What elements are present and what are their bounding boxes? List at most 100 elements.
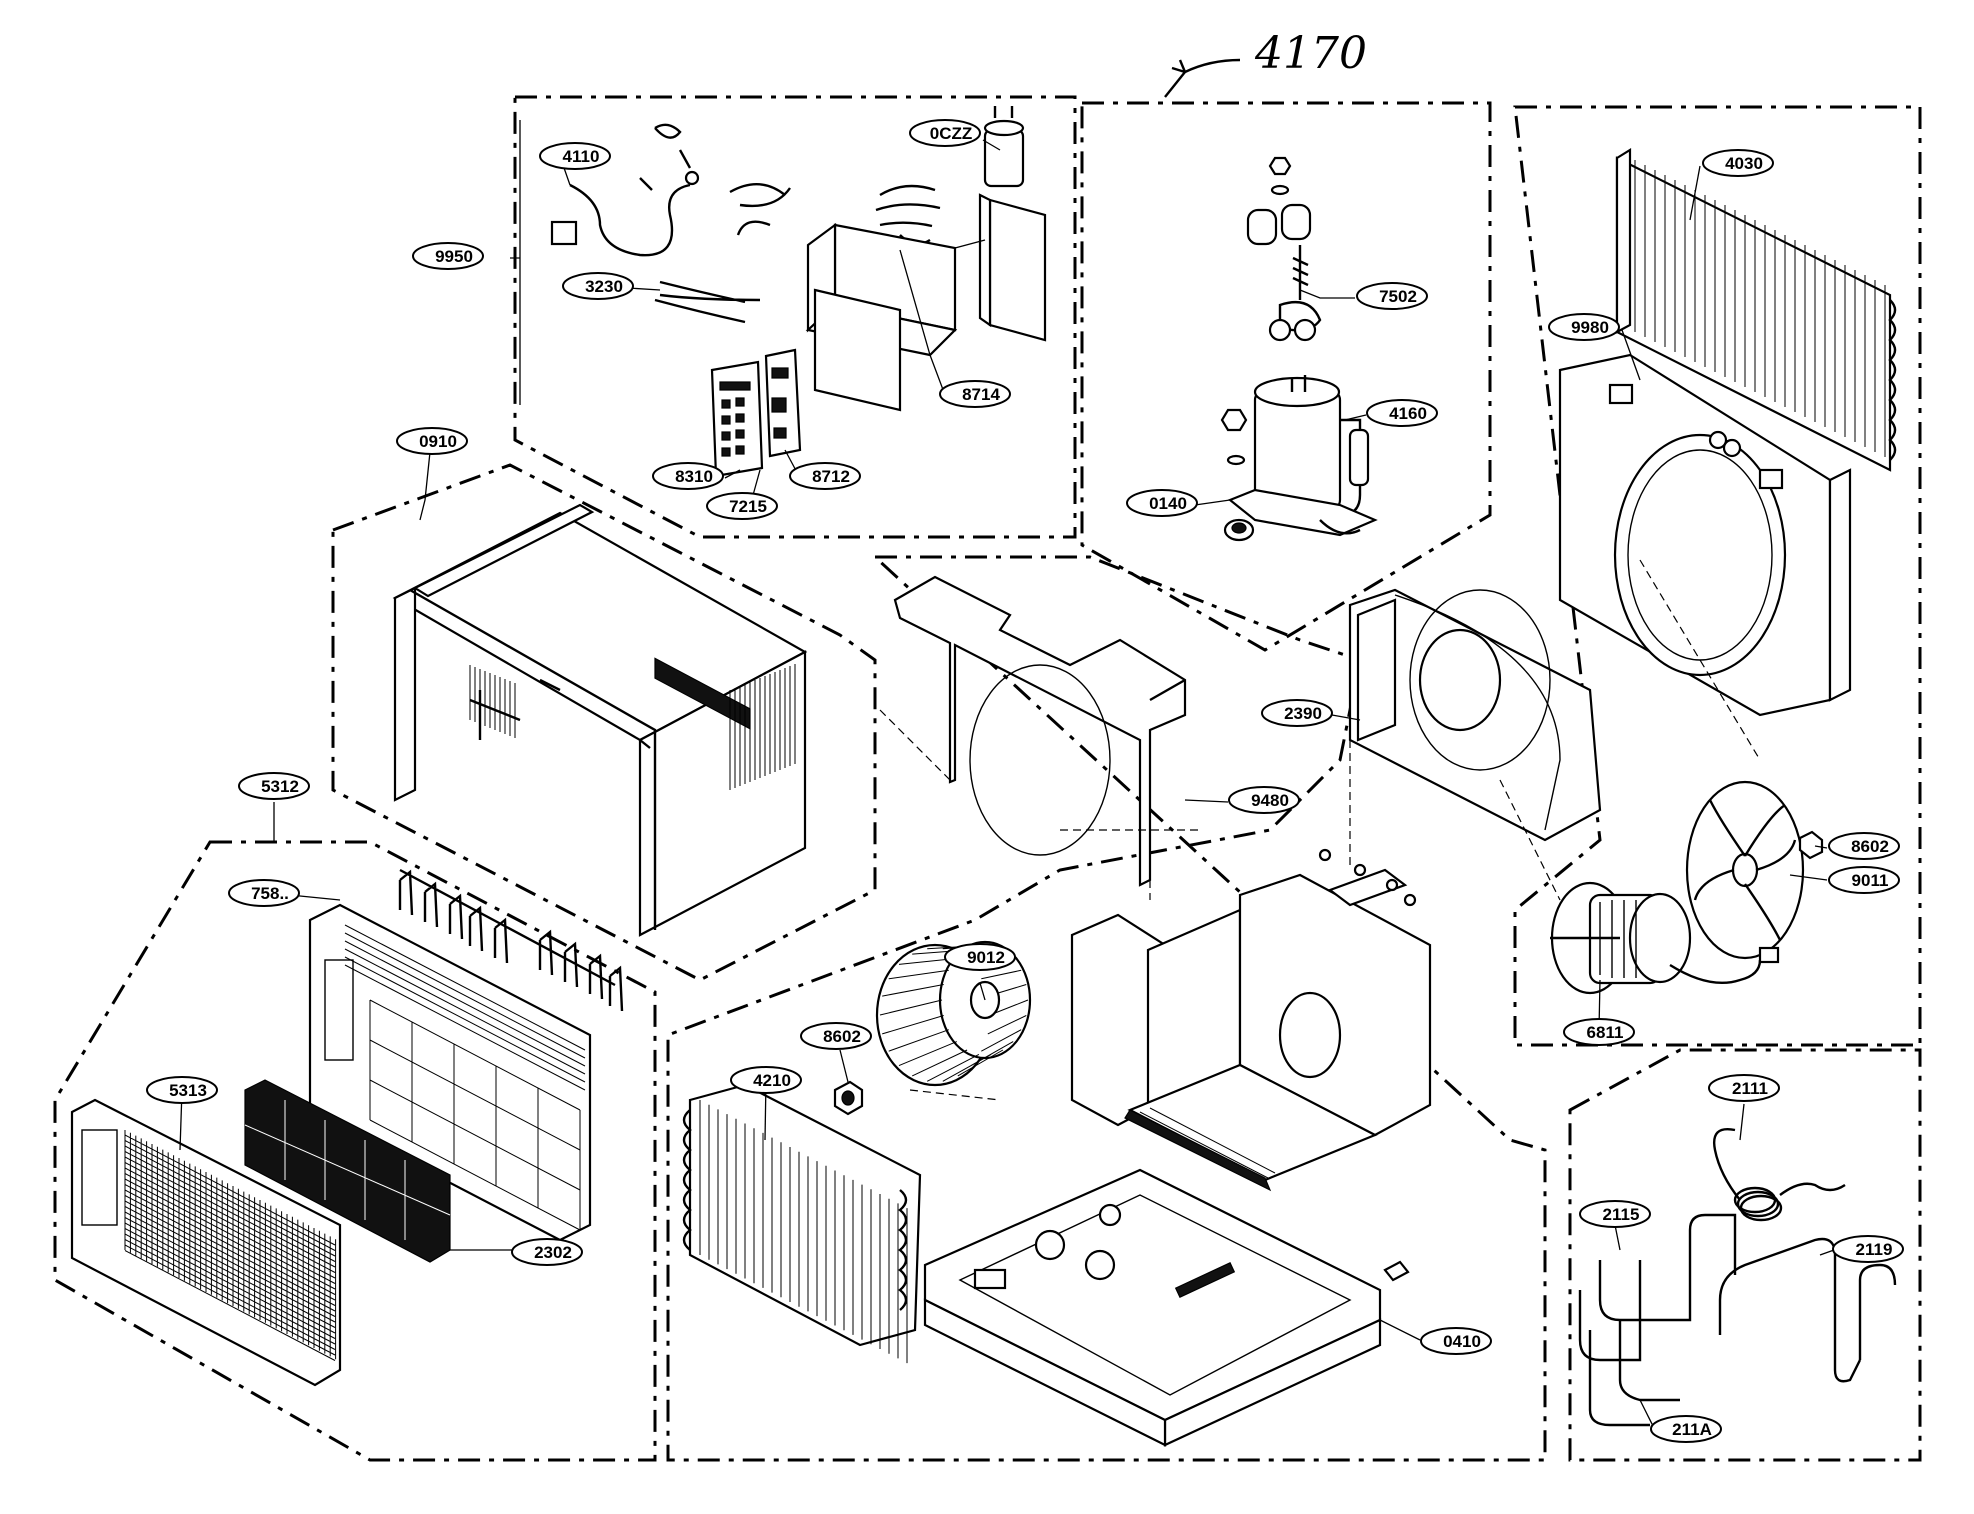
callout-label: 2119 [1856,1240,1893,1259]
callout-oval [706,492,778,520]
condenser-fan-9011 [1685,780,1805,960]
callout-oval [1828,832,1900,860]
callout-label: 0410 [1443,1332,1481,1351]
callout-2302: 2302 [511,1238,583,1266]
callout-9980: 9980 [1548,313,1620,341]
base-pan-0410 [923,1168,1410,1447]
tubing-group-outline [1568,1048,1922,1462]
callout-label: 3230 [585,277,623,296]
callout-0140: 0140 [1126,489,1198,517]
callout-0410: 0410 [1420,1327,1492,1355]
callout-label: 8712 [812,467,850,486]
callout-7215: 7215 [706,492,778,520]
capillary-tube-2111 [1713,1128,1846,1222]
callout-oval [539,142,611,170]
callout-label: 7502 [1379,287,1417,306]
tube-2115 [1578,1213,1737,1402]
callout-oval [730,1066,802,1094]
control-panel-8310 [710,360,764,478]
callout-oval [652,462,724,490]
wire-harness-8714 [875,184,941,246]
capacitor-bracket [978,193,1047,342]
overload-protector-7502 [1246,203,1322,342]
group-outlines [53,95,1922,1462]
callout-label: 0CZZ [930,124,973,143]
callout-2115: 2115 [1579,1200,1651,1228]
fan-nut-8602 [1798,830,1824,860]
callout-8714: 8714 [939,380,1011,408]
callout-oval [1563,1018,1635,1046]
callout-oval [1126,489,1198,517]
callout-oval [562,272,634,300]
callout-label: 9012 [967,948,1005,967]
callout-0czz: 0CZZ [909,119,981,147]
callout-oval [909,119,981,147]
callout-8602a: 8602 [1828,832,1900,860]
callout-oval [1228,786,1300,814]
front-grille-group-outline [53,840,657,1462]
callout-758: 758.. [228,879,300,907]
callout-oval [1366,399,1438,427]
condenser-group-outline [1513,105,1922,1047]
callout-oval [1708,1074,1780,1102]
compressor-nut-top [1268,156,1292,196]
callout-oval [789,462,861,490]
evaporator-case [1070,848,1432,1192]
scroll-housing-2390 [1348,588,1602,842]
callout-label: 7215 [729,497,767,516]
callout-oval [146,1076,218,1104]
callout-oval [1579,1200,1651,1228]
callout-9480: 9480 [1228,786,1300,814]
callout-label: 8310 [675,467,713,486]
callout-label: 9011 [1852,871,1889,890]
callout-8310: 8310 [652,462,724,490]
callout-label: 5313 [169,1081,207,1100]
callout-label: 2115 [1603,1205,1640,1224]
callout-oval [412,242,484,270]
callout-9012: 9012 [944,943,1016,971]
callout-oval [396,427,468,455]
compressor-4160 [1227,375,1378,537]
callout-2390: 2390 [1261,699,1333,727]
callout-oval [1548,313,1620,341]
evaporator-coil-4210 [682,1083,922,1364]
callout-label: 211A [1672,1420,1712,1439]
reference-number-text: 4170 [1254,28,1367,79]
control-box-8714 [805,222,986,412]
callout-label: 4210 [753,1071,791,1090]
callout-oval [1702,149,1774,177]
electrical-group-outline [513,95,1077,539]
callout-label: 4160 [1389,404,1427,423]
callout-9011: 9011 [1828,866,1900,894]
callout-oval [1828,866,1900,894]
callout-oval [1356,282,1428,310]
callout-oval [238,772,310,800]
callout-label: 8602 [1851,837,1889,856]
callout-oval [939,380,1011,408]
callout-9950: 9950 [412,242,484,270]
blower-nut-8602 [833,1080,864,1116]
callout-label: 2302 [534,1243,572,1262]
power-cord [550,123,700,257]
cabinet-0910 [392,503,808,937]
callout-oval [511,1238,583,1266]
callout-5312: 5312 [238,772,310,800]
callout-label: 0140 [1149,494,1187,513]
callout-oval [1261,699,1333,727]
reference-number: 4170 [1164,28,1367,98]
tube-211a [1588,1330,1650,1427]
callout-label: 4110 [563,147,600,166]
blower-wheel-9012 [875,940,1032,1087]
tube-2119 [1718,1237,1897,1383]
callout-label: 4030 [1725,154,1763,173]
callout-8712: 8712 [789,462,861,490]
compressor-group-outline [1080,101,1492,652]
callout-label: 8602 [823,1027,861,1046]
capacitor [983,106,1025,188]
callout-oval [944,943,1016,971]
front-grille-5313 [70,1098,342,1387]
callout-label: 2111 [1732,1079,1768,1098]
callout-7502: 7502 [1356,282,1428,310]
